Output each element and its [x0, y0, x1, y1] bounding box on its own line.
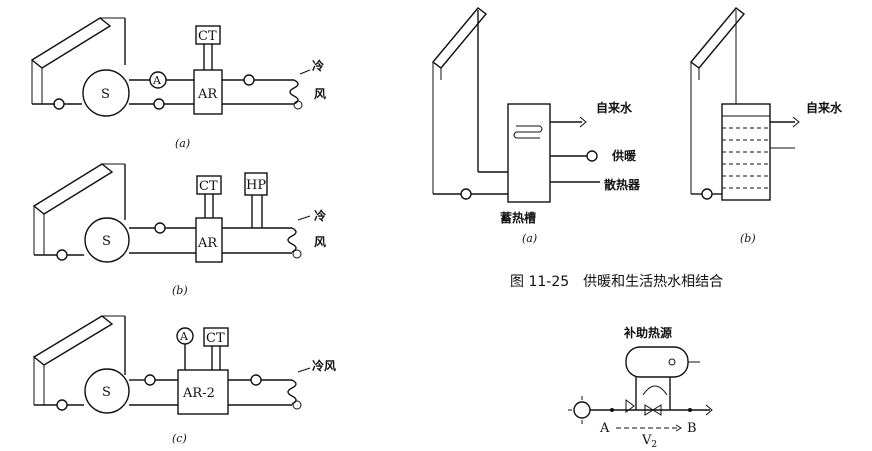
- pump-icon: [56, 249, 68, 261]
- valve-icon: [625, 399, 635, 413]
- absorption-refrigerator: [177, 369, 229, 415]
- caption-right-a: (a): [522, 232, 537, 245]
- absorption-refrigerator: [195, 217, 223, 263]
- radiator-label: 散热器: [604, 177, 641, 192]
- pump-icon: [53, 98, 65, 110]
- bypass-arc: [642, 385, 668, 396]
- pump-icon: [250, 374, 262, 386]
- coil-icon: [287, 379, 297, 405]
- figure-right-a: 自来水 供暖 散热器 蓄热槽 (a): [431, 7, 641, 245]
- faucet-icon: [579, 116, 587, 128]
- fan-icon: [293, 100, 303, 110]
- fan-icon: [292, 400, 302, 410]
- absorption-refrigerator: [193, 69, 223, 115]
- pump-icon: [56, 399, 68, 411]
- cooling-tower: [195, 25, 221, 45]
- pump-icon: [460, 188, 472, 200]
- storage-tank: [82, 69, 130, 117]
- pump-icon: [154, 222, 166, 234]
- solar-collector: [431, 7, 488, 69]
- point-b-label: B: [687, 421, 697, 436]
- figure-title: 图 11-25 供暖和生活热水相结合: [510, 274, 723, 290]
- output-label: 冷: [314, 208, 326, 223]
- controller-label: AR: [197, 236, 218, 251]
- caption-b: (b): [172, 284, 188, 297]
- solar-collector: [32, 163, 114, 215]
- faucet-icon: [705, 404, 713, 416]
- coil-icon: [513, 125, 543, 139]
- diagram-c: S AR-2 A CT 冷风 (c): [32, 315, 336, 445]
- heat-pump-label: HP: [246, 178, 266, 193]
- fan-icon: [292, 249, 302, 259]
- valve-v2-icon: [644, 404, 662, 416]
- tank-label: S: [102, 385, 111, 400]
- output-label: 冷风: [312, 358, 336, 373]
- storage-tank-label: 蓄热槽: [500, 210, 536, 225]
- output-label-2: 风: [314, 235, 326, 249]
- aux-heat-diagram: 补助热源 A B V2: [568, 325, 713, 450]
- tap-water-label: 自来水: [806, 100, 843, 115]
- boiler-tank: [625, 346, 689, 378]
- point-a-label: A: [599, 421, 610, 436]
- coil-icon: [289, 79, 299, 105]
- pump-icon: [243, 74, 255, 86]
- faucet-icon: [792, 116, 800, 128]
- controller-label: AR-2: [182, 386, 215, 401]
- solar-collector: [30, 17, 112, 69]
- pump-icon: [701, 188, 713, 200]
- cooling-tower: [203, 327, 229, 347]
- diagram-a: S A AR CT 冷 风 (a): [30, 17, 326, 150]
- valve-label: V2: [641, 433, 657, 450]
- tank-label: S: [102, 234, 111, 249]
- output-label-2: 风: [314, 87, 326, 101]
- heat-storage-tank: [507, 103, 551, 203]
- sun-icon: [573, 401, 591, 419]
- ammeter-label: A: [179, 330, 189, 343]
- solar-collector: [32, 315, 114, 366]
- heating-label: 供暖: [611, 148, 637, 163]
- caption-c: (c): [172, 432, 187, 445]
- storage-tank: [84, 368, 130, 414]
- caption-a: (a): [175, 137, 190, 150]
- aux-title: 补助热源: [623, 325, 672, 340]
- cooling-tower-label: CT: [199, 179, 218, 194]
- cooling-tower-label: CT: [206, 331, 225, 346]
- ammeter-label: A: [152, 74, 162, 87]
- figure-right-b: 自来水 (b): [689, 7, 843, 245]
- cooling-tower-label: CT: [198, 29, 217, 44]
- tank-label: S: [101, 87, 110, 102]
- solar-collector: [689, 7, 746, 69]
- diagram-b: S AR CT HP 冷 风 (b): [32, 163, 326, 297]
- pump-icon: [153, 98, 165, 110]
- pump-icon: [586, 150, 598, 162]
- pump-icon: [144, 374, 156, 386]
- coil-icon: [287, 227, 297, 253]
- caption-right-b: (b): [740, 232, 756, 245]
- controller-label: AR: [197, 87, 218, 102]
- output-label: 冷: [312, 58, 324, 73]
- cooling-tower: [196, 175, 222, 195]
- heat-pump: [244, 172, 268, 196]
- tap-water-label: 自来水: [596, 100, 633, 115]
- storage-tank: [84, 217, 130, 263]
